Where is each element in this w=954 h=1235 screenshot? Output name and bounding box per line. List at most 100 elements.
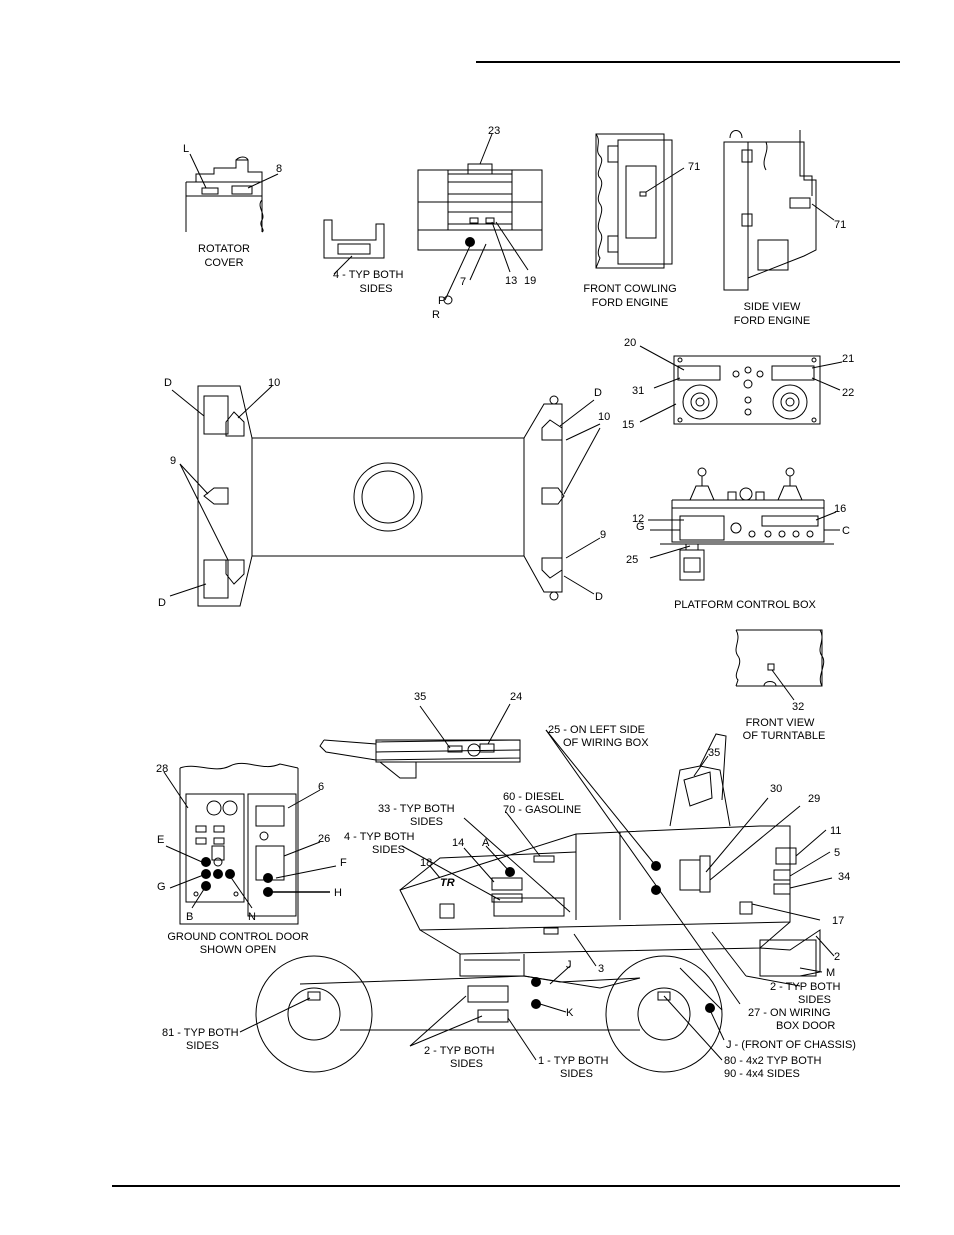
callout-2-lower-2: SIDES: [450, 1058, 483, 1070]
callout-J-front: J - (FRONT OF CHASSIS): [726, 1039, 856, 1051]
callout-22: 22: [842, 387, 854, 399]
callout-9-1: 9: [170, 455, 176, 467]
callout-D-1: D: [164, 377, 172, 389]
callout-24: 24: [510, 691, 522, 703]
callout-29: 29: [808, 793, 820, 805]
front-cowling-caption-1: FRONT COWLING: [583, 283, 676, 295]
decal-4-bracket-view: 4 - TYP BOTH SIDES: [323, 219, 404, 295]
callout-33-1: 33 - TYP BOTH: [378, 803, 455, 815]
side-view-engine: 71 SIDE VIEW FORD ENGINE: [723, 130, 846, 327]
rotator-caption-1: ROTATOR: [198, 243, 250, 255]
callout-4-machine-2: SIDES: [372, 844, 405, 856]
callout-P: P: [438, 295, 445, 307]
callout-18: 18: [420, 857, 432, 869]
front-cowling-view: 71 FRONT COWLING FORD ENGINE: [583, 133, 700, 309]
callout-32: 32: [792, 701, 804, 713]
callout-D-3: D: [158, 597, 166, 609]
callout-80: 80 - 4x2 TYP BOTH: [724, 1055, 821, 1067]
callout-F: F: [340, 857, 347, 869]
callout-12: 12: [632, 513, 644, 525]
callout-N: N: [248, 911, 256, 923]
callout-17: 17: [832, 915, 844, 927]
callout-25-wiring-2: OF WIRING BOX: [563, 737, 649, 749]
callout-2-typ-2: SIDES: [798, 994, 831, 1006]
callout-1-2: SIDES: [560, 1068, 593, 1080]
ground-control-door-view: 28 6 26 E F G H B N GROUND CONTROL DOOR …: [156, 762, 347, 956]
callout-2-lower-1: 2 - TYP BOTH: [424, 1045, 495, 1057]
front-cowling-caption-2: FORD ENGINE: [592, 297, 668, 309]
callout-3: 3: [598, 963, 604, 975]
callout-5: 5: [834, 847, 840, 859]
side-view-caption-2: FORD ENGINE: [734, 315, 810, 327]
callout-27-2: BOX DOOR: [776, 1020, 835, 1032]
callout-14: 14: [452, 837, 464, 849]
callout-9-2: 9: [600, 529, 606, 541]
callout-34: 34: [838, 871, 850, 883]
callout-60-diesel: 60 - DIESEL: [503, 791, 564, 803]
callout-21: 21: [842, 353, 854, 365]
callout-27-1: 27 - ON WIRING: [748, 1007, 831, 1019]
callout-16: 16: [834, 503, 846, 515]
callout-2-typ-1: 2 - TYP BOTH: [770, 981, 841, 993]
callout-D-4: D: [595, 591, 603, 603]
callout-19: 19: [524, 275, 536, 287]
machine-logo-text: TR: [440, 877, 455, 889]
callout-15: 15: [622, 419, 634, 431]
callout-G-ground: G: [157, 881, 166, 893]
turntable-caption-2: OF TURNTABLE: [743, 730, 826, 742]
callout-35-body: 35: [708, 747, 720, 759]
callout-10-1: 10: [268, 377, 280, 389]
callout-R: R: [432, 309, 440, 321]
callout-33-2: SIDES: [410, 816, 443, 828]
callout-E: E: [157, 834, 164, 846]
callout-J: J: [566, 959, 572, 971]
callout-6: 6: [318, 781, 324, 793]
callout-90: 90 - 4x4 SIDES: [724, 1068, 800, 1080]
turntable-front-view: 32 FRONT VIEW OF TURNTABLE: [735, 629, 826, 742]
ground-door-caption-2: SHOWN OPEN: [200, 944, 276, 956]
callout-B: B: [186, 911, 193, 923]
callout-26: 26: [318, 833, 330, 845]
rotator-caption-2: COVER: [204, 257, 243, 269]
callout-28: 28: [156, 763, 168, 775]
callout-A: A: [482, 837, 490, 849]
callout-1-1: 1 - TYP BOTH: [538, 1055, 609, 1067]
callout-81-2: SIDES: [186, 1040, 219, 1052]
callout-L: L: [183, 143, 189, 155]
callout-30: 30: [770, 783, 782, 795]
callout-H: H: [334, 887, 342, 899]
callout-11: 11: [830, 825, 841, 837]
callout-M: M: [826, 967, 835, 979]
machine-side-view: 35 24: [162, 691, 856, 1080]
platform-control-box-view: 12 16 G C 25 PLATFORM CONTROL BOX: [626, 467, 850, 611]
control-box-top-view: 20 21 31 22 15: [622, 337, 854, 431]
callout-71-front: 71: [688, 161, 700, 173]
ground-door-caption-1: GROUND CONTROL DOOR: [167, 931, 308, 943]
callout-4-machine-1: 4 - TYP BOTH: [344, 831, 415, 843]
callout-25-control: 25: [626, 554, 638, 566]
callout-7: 7: [460, 276, 466, 288]
callout-70-gasoline: 70 - GASOLINE: [503, 804, 581, 816]
rotator-cover-view: L 8 ROTATOR COVER: [183, 143, 282, 269]
chassis-top-view: D 10 D 10 9 9 D D: [158, 377, 610, 609]
callout-35-boom: 35: [414, 691, 426, 703]
callout-25-wiring-1: 25 - ON LEFT SIDE: [548, 724, 645, 736]
decal-4-caption-2: SIDES: [359, 283, 392, 295]
callout-C: C: [842, 525, 850, 537]
callout-D-2: D: [594, 387, 602, 399]
turntable-caption-1: FRONT VIEW: [746, 717, 815, 729]
side-view-caption-1: SIDE VIEW: [744, 301, 801, 313]
callout-71-side: 71: [834, 219, 846, 231]
callout-10-2: 10: [598, 411, 610, 423]
callout-8: 8: [276, 163, 282, 175]
callout-K: K: [566, 1007, 574, 1019]
callout-81-1: 81 - TYP BOTH: [162, 1027, 239, 1039]
callout-13: 13: [505, 275, 517, 287]
callout-G-control: G: [636, 521, 645, 533]
callout-31: 31: [632, 385, 644, 397]
callout-20: 20: [624, 337, 636, 349]
platform-top-view: 23 7 13 19 P R: [417, 125, 543, 321]
decal-4-caption-1: 4 - TYP BOTH: [333, 269, 404, 281]
platform-control-box-caption: PLATFORM CONTROL BOX: [674, 599, 816, 611]
